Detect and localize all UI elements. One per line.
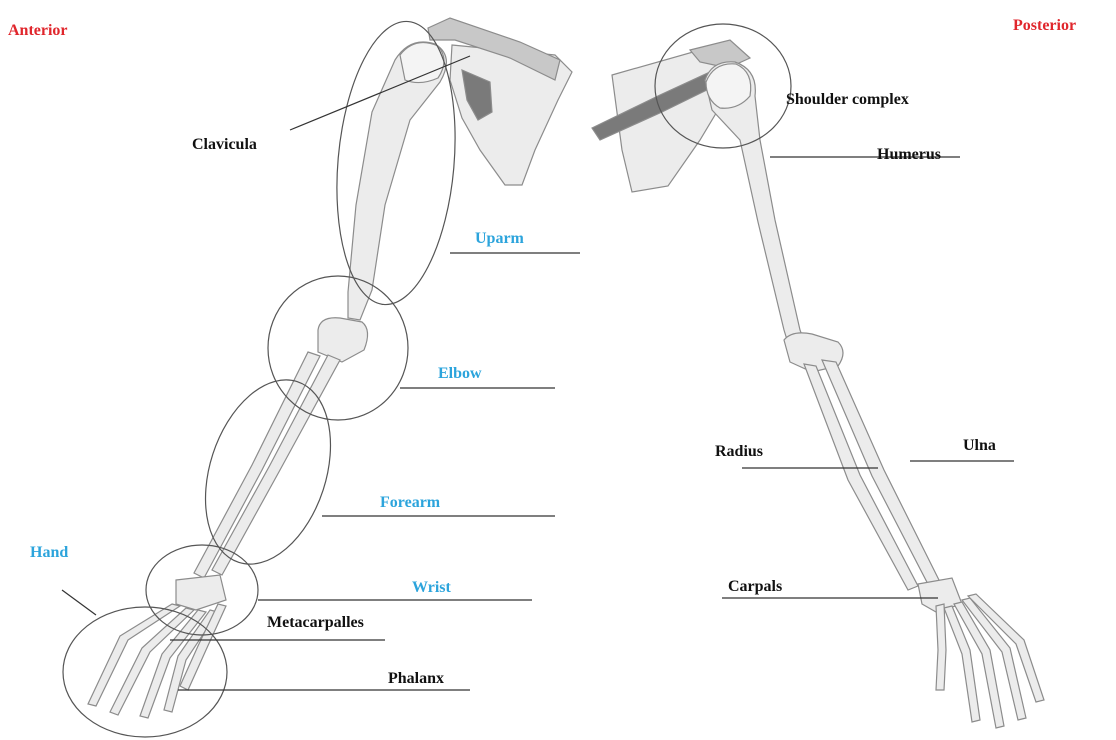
anterior-ulna-bone — [194, 352, 320, 578]
anterior-hand-bones — [88, 604, 226, 718]
hand-label: Hand — [30, 544, 68, 561]
anterior-view-title: Anterior — [8, 22, 68, 39]
posterior-humerus-head — [706, 64, 751, 108]
anterior-elbow-joint — [318, 318, 368, 362]
elbow-label: Elbow — [438, 365, 482, 382]
clavicula-label: Clavicula — [192, 136, 257, 153]
metacarpalles-label: Metacarpalles — [267, 614, 364, 631]
view-titles: Anterior Posterior — [8, 17, 1076, 39]
anterior-radius-bone — [212, 355, 340, 575]
ulna-label: Ulna — [963, 437, 996, 454]
posterior-arm-skeleton — [592, 40, 1044, 728]
posterior-ulna-bone — [822, 360, 940, 588]
anterior-humerus-bone — [348, 42, 446, 320]
carpals-label: Carpals — [728, 578, 782, 595]
humerus-label: Humerus — [877, 146, 941, 163]
radius-label: Radius — [715, 443, 763, 460]
uparm-label: Uparm — [475, 230, 525, 247]
shoulder-complex-label: Shoulder complex — [786, 91, 909, 108]
anterior-arm-skeleton — [88, 18, 572, 718]
wrist-label: Wrist — [412, 579, 451, 596]
anterior-humerus-head — [400, 43, 444, 83]
posterior-hand-bones — [936, 594, 1044, 728]
posterior-thumb — [936, 604, 946, 690]
forearm-label: Forearm — [380, 494, 441, 511]
posterior-view-title: Posterior — [1013, 17, 1076, 34]
phalanx-label: Phalanx — [388, 670, 444, 687]
hand-leader-line — [62, 590, 96, 615]
posterior-radius-bone — [804, 364, 918, 590]
